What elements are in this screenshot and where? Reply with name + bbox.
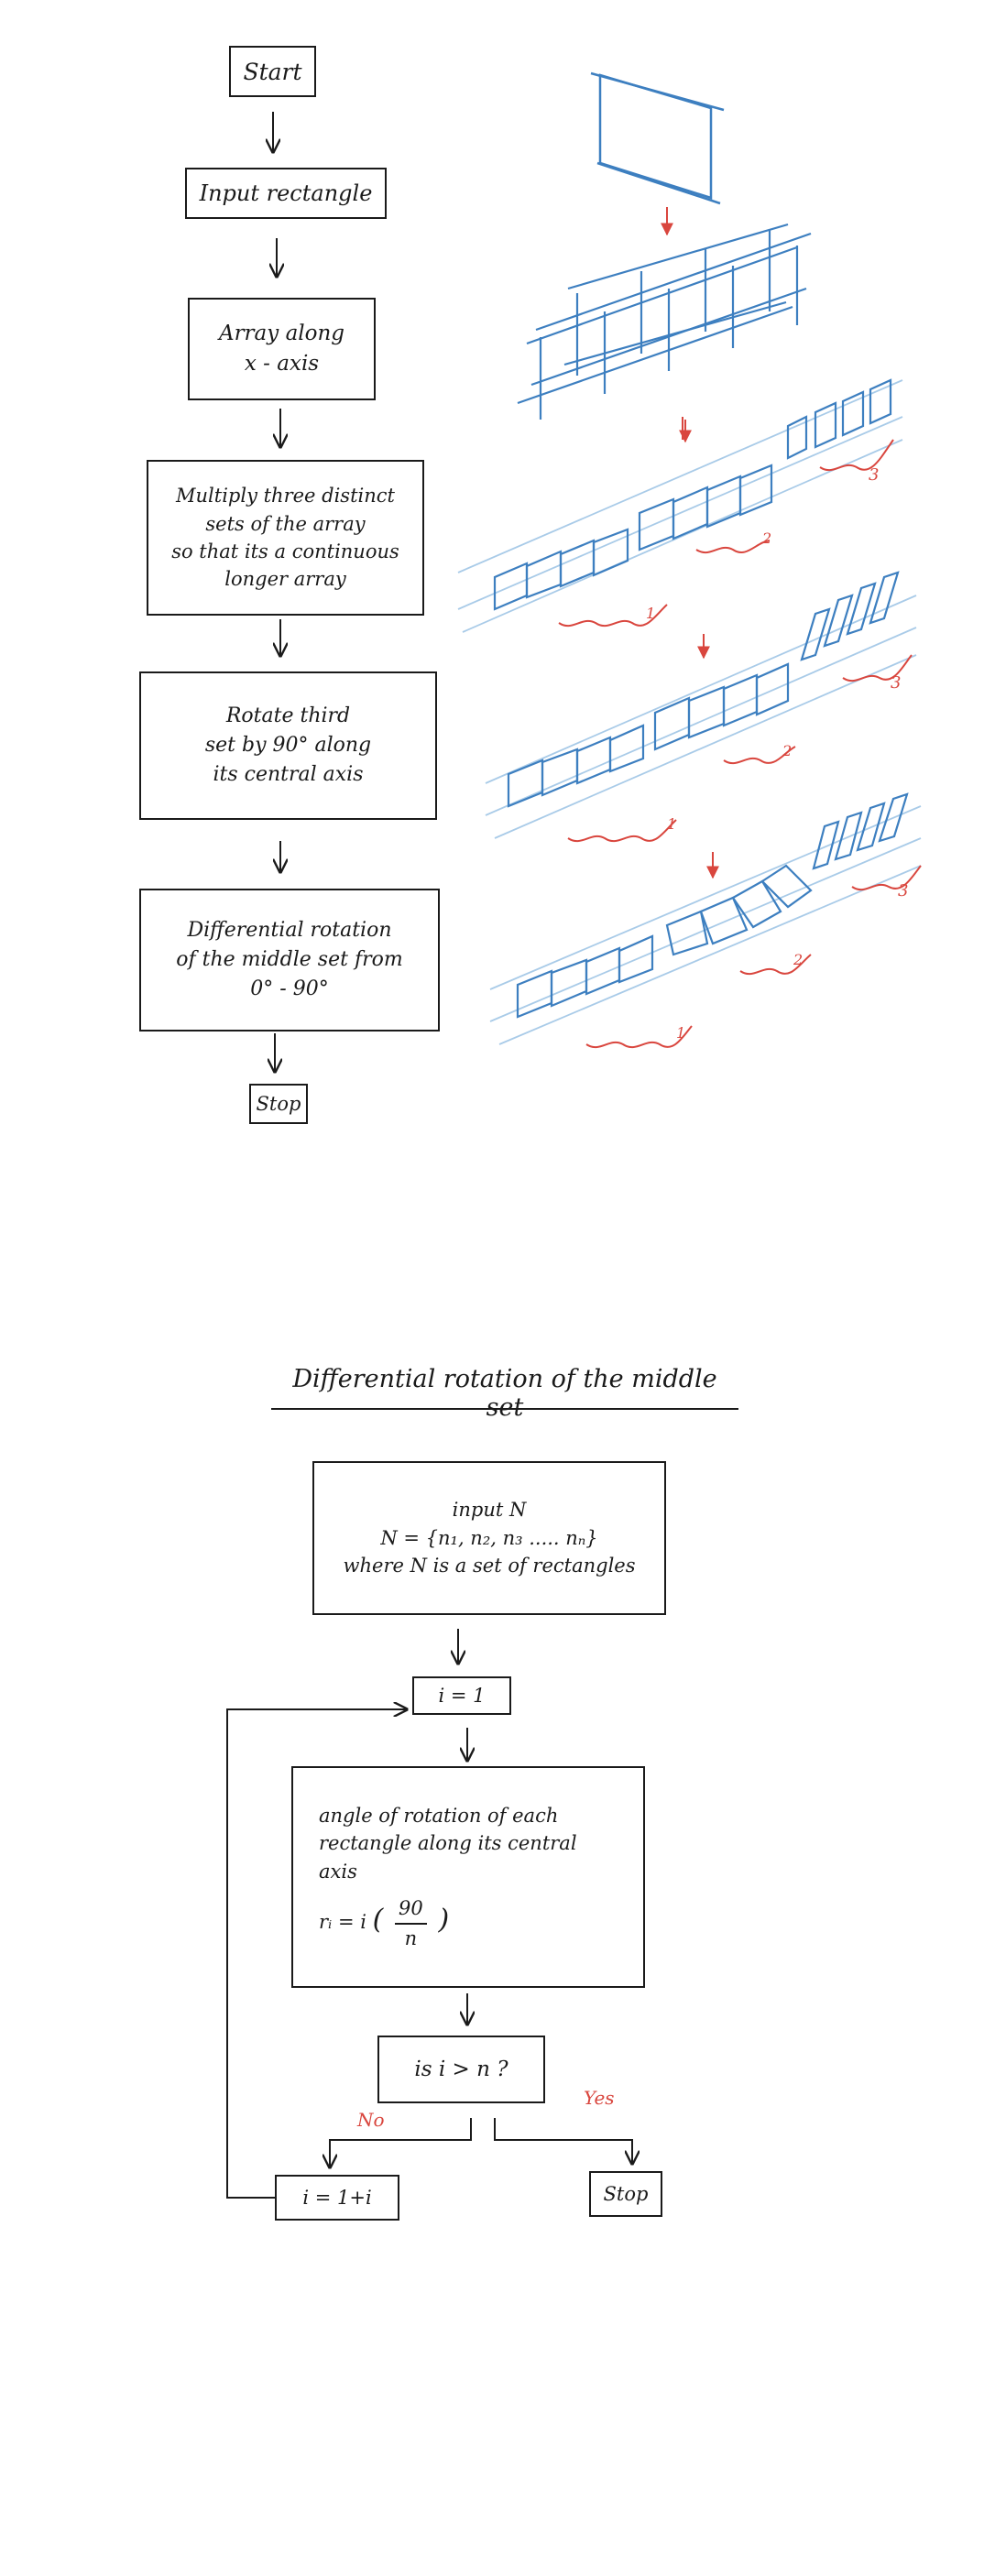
stop-node-2: Stop <box>589 2171 662 2217</box>
input-n-line-3: where N is a set of rectangles <box>343 1555 636 1577</box>
sketch2-label-3: 3 <box>869 465 880 485</box>
multiply-line-2: sets of the array <box>205 512 366 535</box>
input-rectangle-label: Input rectangle <box>199 180 373 206</box>
flow1-arrows <box>273 112 280 1072</box>
angle-line-2: rectangle along its central <box>319 1832 577 1855</box>
sketch4-label-1: 1 <box>676 1024 686 1042</box>
angle-line-1: angle of rotation of each <box>319 1804 559 1827</box>
sketch3-label-3: 3 <box>891 673 902 693</box>
multiply-line-1: Multiply three distinct <box>176 485 395 508</box>
multiply-node: Multiply three distinct sets of the arra… <box>147 460 424 616</box>
increment-node: i = 1+i <box>275 2175 399 2221</box>
sketch2-label-2: 2 <box>762 529 772 547</box>
init-i-node: i = 1 <box>412 1676 511 1715</box>
decision-label: is i > n ? <box>414 2058 508 2081</box>
formula-denominator: n <box>404 1927 418 1949</box>
sketch-single-rectangle <box>590 71 725 205</box>
differential-line-1: Differential rotation <box>187 919 392 943</box>
input-rectangle-node: Input rectangle <box>185 168 387 219</box>
stop-node: Stop <box>249 1084 308 1124</box>
yes-label: Yes <box>584 2087 615 2109</box>
differential-line-2: of the middle set from <box>176 948 403 972</box>
flow2-arrows <box>226 1629 632 2199</box>
rotate-line-2: set by 90° along <box>204 734 372 758</box>
rotate-node: Rotate third set by 90° along its centra… <box>139 671 437 820</box>
sketch2-label-1: 1 <box>646 605 656 622</box>
differential-node: Differential rotation of the middle set … <box>139 889 440 1031</box>
formula-lhs: rᵢ = i <box>319 1911 366 1934</box>
sketch-three-sets <box>457 378 903 633</box>
sketch-differential-rotation <box>489 792 922 1049</box>
sketch3-label-1: 1 <box>667 815 677 833</box>
array-line-2: x - axis <box>244 352 320 376</box>
angle-line-3: axis <box>319 1860 357 1883</box>
formula-numerator: 90 <box>395 1894 427 1925</box>
multiply-line-3: so that its a continuous <box>171 540 399 562</box>
array-line-1: Array along <box>218 321 345 345</box>
sketch4-label-2: 2 <box>793 951 804 968</box>
start-label: Start <box>243 58 302 85</box>
stop-label-2: Stop <box>603 2183 649 2205</box>
sketch-array <box>517 223 812 420</box>
angle-formula: rᵢ = i ( 90 n ) <box>319 1894 449 1952</box>
rotate-line-3: its central axis <box>213 762 364 786</box>
multiply-line-4: longer array <box>224 568 346 591</box>
sketch-third-set-rotated <box>485 571 917 843</box>
input-n-line-2: N = {n₁, n₂, n₃ ..... nₙ} <box>380 1526 598 1549</box>
start-node: Start <box>229 46 316 97</box>
angle-node: angle of rotation of each rectangle alon… <box>291 1766 645 1988</box>
input-n-line-1: input N <box>452 1499 527 1522</box>
input-n-node: input N N = {n₁, n₂, n₃ ..... nₙ} where … <box>312 1461 666 1615</box>
sketch3-label-2: 2 <box>782 742 793 759</box>
no-label: No <box>357 2109 385 2131</box>
stop-label: Stop <box>256 1093 301 1115</box>
increment-label: i = 1+i <box>302 2187 372 2209</box>
sketch4-label-3: 3 <box>898 881 909 901</box>
formula-fraction: 90 n <box>395 1894 427 1952</box>
flow2-title: Differential rotation of the middle set <box>292 1365 717 1422</box>
differential-line-3: 0° - 90° <box>250 977 329 1000</box>
rotate-line-1: Rotate third <box>225 704 351 728</box>
init-i-label: i = 1 <box>438 1685 486 1707</box>
decision-node: is i > n ? <box>377 2036 545 2103</box>
array-node: Array along x - axis <box>188 298 376 400</box>
